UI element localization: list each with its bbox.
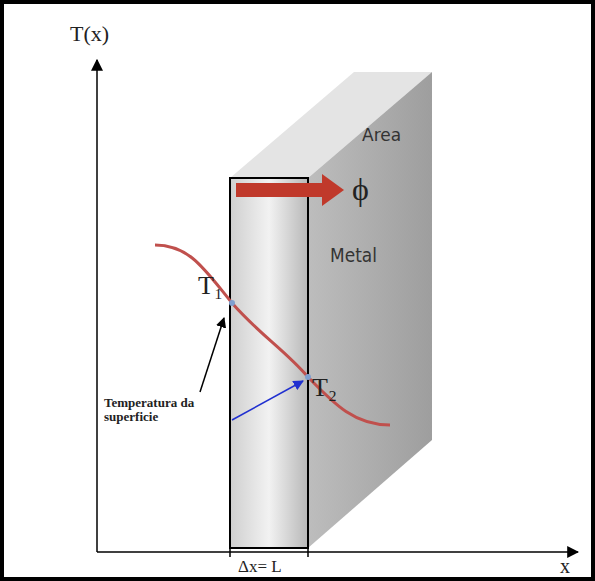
leader-line (232, 381, 303, 420)
temperature-label: T₂ (312, 374, 337, 403)
x-axis (97, 551, 578, 553)
dimension-label: Δx= L (238, 558, 282, 577)
callout-note: Temperatura da superficie (104, 396, 224, 425)
tick (307, 547, 309, 557)
leader-line (200, 318, 224, 392)
part-label: Area (362, 126, 401, 145)
temperature-label: T₁ (198, 272, 223, 301)
part-label: Metal (330, 244, 377, 266)
tick (229, 547, 231, 557)
heat-flux-arrow (236, 174, 344, 206)
slab-face (308, 72, 432, 548)
point (305, 374, 311, 380)
axis-label: T(x) (70, 22, 109, 46)
flux-symbol: ϕ (352, 172, 369, 207)
point (229, 300, 235, 306)
axis-label: x (560, 555, 570, 577)
y-axis (96, 60, 98, 552)
